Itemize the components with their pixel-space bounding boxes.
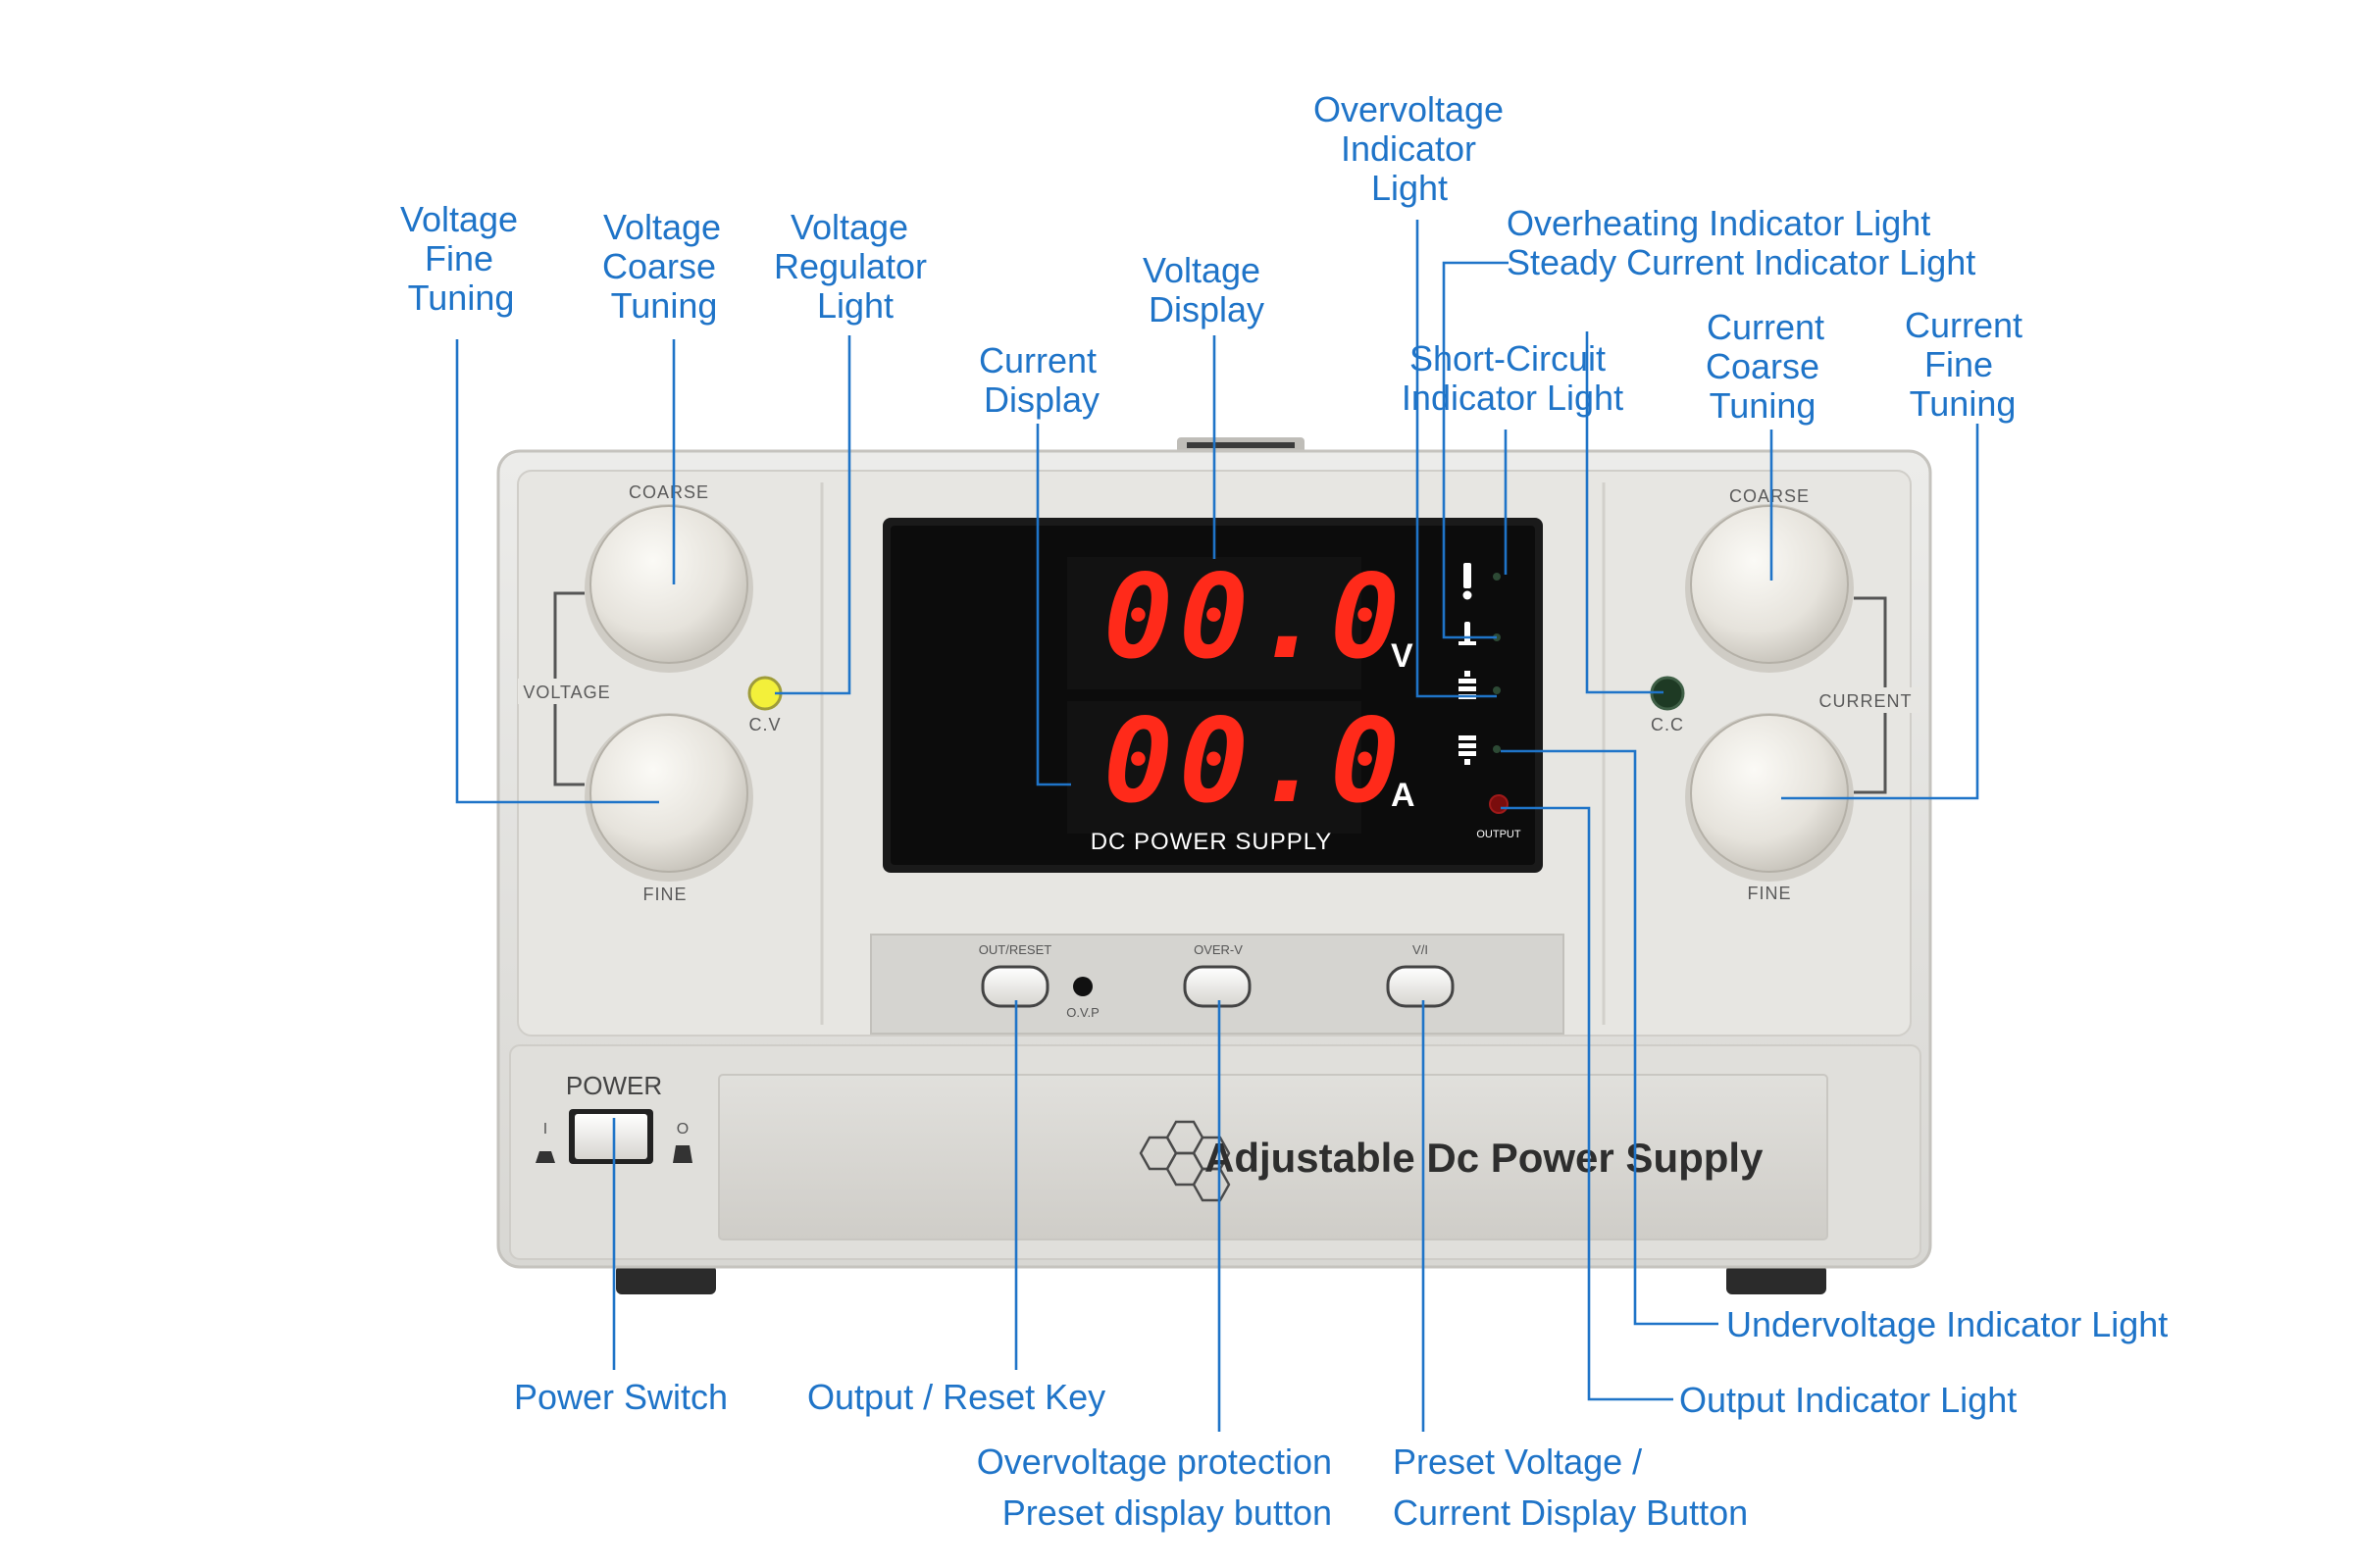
callout-current-coarse-tuning: Current Coarse Tuning (1706, 307, 1824, 426)
voltage-unit: V (1391, 637, 1413, 675)
voltage-fine-knob[interactable] (585, 713, 753, 882)
svg-text:Regulator: Regulator (774, 246, 927, 286)
svg-text:Overvoltage protection: Overvoltage protection (977, 1442, 1332, 1482)
over-v-label: OVER-V (1194, 942, 1243, 957)
svg-text:Coarse: Coarse (1706, 346, 1819, 386)
callout-power-switch: Power Switch (514, 1377, 728, 1417)
voltage-readout: 00.0 (1103, 549, 1406, 684)
power-supply-unit: 00.0 00.0 V A DC POWER SUPPLY (498, 437, 1930, 1294)
power-label: POWER (566, 1071, 662, 1100)
svg-text:Short-Circuit: Short-Circuit (1409, 338, 1606, 379)
svg-text:Fine: Fine (1924, 344, 1993, 384)
callout-preset-vi-display-button: Preset Voltage / Current Display Button (1393, 1442, 1748, 1533)
svg-text:Light: Light (817, 285, 894, 326)
svg-text:Current: Current (1707, 307, 1824, 347)
over-v-button[interactable] (1185, 967, 1250, 1006)
cv-label: C.V (748, 715, 781, 734)
callout-undervoltage-indicator-light: Undervoltage Indicator Light (1726, 1304, 2168, 1344)
overheating-icon (1463, 563, 1472, 600)
output-led (1490, 795, 1508, 813)
svg-text:Current Display Button: Current Display Button (1393, 1492, 1748, 1533)
svg-text:Output Indicator Light: Output Indicator Light (1679, 1380, 2017, 1420)
on-mark: I (543, 1121, 547, 1138)
current-unit: A (1391, 777, 1415, 814)
voltage-coarse-knob[interactable] (585, 504, 753, 673)
svg-text:Light: Light (1371, 168, 1448, 208)
svg-text:Voltage: Voltage (1143, 250, 1260, 290)
svg-text:Voltage: Voltage (603, 207, 721, 247)
svg-text:Indicator Light: Indicator Light (1402, 378, 1623, 418)
callout-overvoltage-indicator-light: Overvoltage Indicator Light (1313, 89, 1504, 208)
fine-label-right: FINE (1747, 884, 1791, 903)
callout-current-display: Current Display (979, 340, 1100, 420)
foot-left (616, 1265, 716, 1294)
svg-text:Tuning: Tuning (1710, 385, 1817, 426)
svg-text:Steady Current Indicator Light: Steady Current Indicator Light (1507, 242, 1975, 282)
out-reset-label: OUT/RESET (979, 942, 1051, 957)
callout-overvoltage-protection-button: Overvoltage protection Preset display bu… (977, 1442, 1332, 1533)
ovp-label: O.V.P (1066, 1005, 1099, 1020)
callout-current-fine-tuning: Current Fine Tuning (1905, 305, 2022, 424)
display-caption: DC POWER SUPPLY (1091, 829, 1333, 855)
svg-text:Voltage: Voltage (791, 207, 908, 247)
overheating-led (1493, 573, 1501, 581)
svg-text:Display: Display (984, 379, 1100, 420)
vi-label: V/I (1412, 942, 1428, 957)
undervoltage-led (1493, 745, 1501, 753)
current-label: CURRENT (1819, 691, 1913, 711)
callout-voltage-fine-tuning: Voltage Fine Tuning (400, 199, 518, 318)
current-coarse-knob[interactable] (1685, 504, 1854, 673)
svg-text:Tuning: Tuning (1910, 383, 2017, 424)
svg-text:Coarse: Coarse (602, 246, 716, 286)
off-icon (673, 1145, 692, 1163)
svg-text:Tuning: Tuning (408, 278, 515, 318)
callout-steady-current-indicator-light: Steady Current Indicator Light (1507, 242, 1975, 282)
svg-text:Output / Reset Key: Output / Reset Key (807, 1377, 1105, 1417)
current-readout: 00.0 (1103, 693, 1406, 829)
svg-text:Current: Current (1905, 305, 2022, 345)
svg-text:Power Switch: Power Switch (514, 1377, 728, 1417)
svg-text:Tuning: Tuning (611, 285, 718, 326)
cc-label: C.C (1651, 715, 1684, 734)
svg-text:Preset display button: Preset display button (1002, 1492, 1332, 1533)
steady-current-led (1493, 686, 1501, 694)
callout-voltage-display: Voltage Display (1143, 250, 1264, 329)
brand-name: Adjustable Dc Power Supply (1204, 1135, 1764, 1181)
callout-short-circuit-indicator-light: Short-Circuit Indicator Light (1402, 338, 1623, 418)
voltage-label: VOLTAGE (523, 683, 610, 702)
off-mark: O (677, 1121, 689, 1138)
svg-text:Overvoltage: Overvoltage (1313, 89, 1504, 129)
foot-right (1726, 1265, 1826, 1294)
coarse-label-right: COARSE (1729, 486, 1810, 506)
callout-overheating-indicator-light: Overheating Indicator Light (1507, 203, 1930, 243)
svg-text:Voltage: Voltage (400, 199, 518, 239)
callout-output-reset-key: Output / Reset Key (807, 1377, 1105, 1417)
svg-text:Undervoltage Indicator Light: Undervoltage Indicator Light (1726, 1304, 2168, 1344)
vi-button[interactable] (1388, 967, 1453, 1006)
callout-output-indicator-light: Output Indicator Light (1679, 1380, 2017, 1420)
svg-text:Display: Display (1149, 289, 1264, 329)
ovp-jack (1073, 977, 1093, 996)
callout-voltage-regulator-light: Voltage Regulator Light (774, 207, 927, 326)
coarse-label-left: COARSE (629, 482, 709, 502)
output-label: OUTPUT (1476, 829, 1521, 840)
fine-label-left: FINE (642, 885, 687, 904)
svg-text:Current: Current (979, 340, 1097, 380)
svg-text:Overheating Indicator Light: Overheating Indicator Light (1507, 203, 1930, 243)
svg-text:Fine: Fine (425, 238, 493, 278)
callout-voltage-coarse-tuning: Voltage Coarse Tuning (602, 207, 721, 326)
svg-text:Indicator: Indicator (1341, 128, 1476, 169)
svg-text:Preset Voltage /: Preset Voltage / (1393, 1442, 1642, 1482)
